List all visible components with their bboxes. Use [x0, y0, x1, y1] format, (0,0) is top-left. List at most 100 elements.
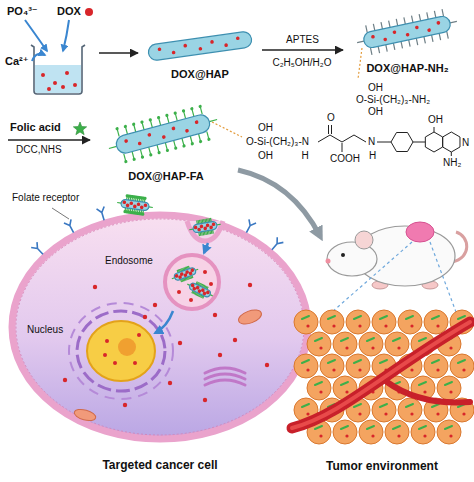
- folate-tip: [124, 160, 128, 164]
- annotation-label: O: [327, 112, 335, 124]
- dox-dot: [126, 203, 130, 207]
- nanorod-mini: [419, 426, 426, 429]
- surface-chain: [416, 38, 417, 45]
- delivery-arrow: [238, 170, 320, 236]
- pteridine-ring: [443, 132, 460, 152]
- chemical-bond: [413, 142, 425, 143]
- node-label: Tumor environment: [326, 460, 438, 473]
- annotation-label: O-Si-(CH₂)₃-N: [246, 136, 309, 148]
- nanorod-mini: [432, 404, 439, 407]
- mouse-tumor: [406, 222, 434, 242]
- tumor-tissue: Tumor environment: [292, 300, 472, 478]
- tumor-cell: [398, 310, 422, 334]
- tumor-cell: [294, 354, 318, 378]
- surface-chain: [378, 46, 379, 53]
- nanorod-mini: [419, 382, 426, 385]
- surface-chain: [209, 120, 217, 122]
- nanorod-mini: [432, 316, 439, 319]
- dox-dot: [319, 390, 322, 393]
- hap-rod: [192, 221, 217, 233]
- dox-dot: [358, 412, 361, 415]
- dox-dot: [358, 368, 361, 371]
- nanorod-mini: [315, 382, 322, 385]
- nanorod-mini: [302, 316, 309, 319]
- nanorod-mini: [380, 316, 387, 319]
- surface-chain: [412, 16, 413, 23]
- nanorod-mini: [445, 426, 452, 429]
- dox-dot: [449, 390, 452, 393]
- dox-dot: [103, 353, 107, 357]
- dox-dot: [185, 270, 190, 275]
- dox-dot: [157, 47, 161, 51]
- dox-dot: [415, 25, 419, 29]
- dox-dot: [345, 346, 348, 349]
- folate-tip: [165, 148, 169, 152]
- golgi: [205, 368, 245, 373]
- tumor-cell: [437, 420, 461, 444]
- dox-dot: [423, 390, 426, 393]
- dox-dot: [248, 283, 252, 287]
- membrane-inner: [16, 219, 304, 435]
- folate-tip: [149, 153, 153, 157]
- nanorod-mini: [432, 360, 439, 363]
- tumor-cell: [346, 354, 370, 378]
- cell-membrane: [12, 215, 308, 439]
- dox-dot: [345, 434, 348, 437]
- surface-chain: [393, 43, 394, 50]
- golgi: [205, 374, 245, 379]
- tumor-cell: [385, 332, 409, 356]
- dox-dot: [332, 368, 335, 371]
- chemical-bond: [451, 152, 452, 156]
- feed-arrow: [63, 20, 69, 51]
- annotation-label: Folate receptor: [12, 192, 79, 204]
- folate-tip: [173, 111, 177, 115]
- folate-tip: [198, 104, 202, 108]
- nanorod-group: [354, 7, 460, 58]
- nanorod-mini: [406, 316, 413, 319]
- dox-dot: [449, 346, 452, 349]
- nucleus-shape: [87, 321, 155, 381]
- tumor-cell: [411, 420, 435, 444]
- node-label: Targeted cancer cell: [102, 459, 217, 472]
- nanorod-group: [104, 102, 222, 167]
- edge-label: APTES: [284, 34, 321, 46]
- reaction-arrow: [262, 49, 343, 51]
- dox-dot: [224, 43, 228, 47]
- dox-dot: [178, 341, 182, 345]
- annotation-label: DCC,NHS: [16, 144, 62, 156]
- folate-tip: [157, 116, 161, 120]
- chemical-bond: [434, 127, 435, 132]
- dox-dot: [73, 83, 77, 87]
- mouse-ear: [355, 231, 373, 249]
- surface-chain: [409, 40, 410, 47]
- endoplasmic-reticulum: [77, 311, 165, 391]
- dox-dot: [140, 205, 144, 209]
- annotation-label: OH: [368, 82, 383, 94]
- hap-rod: [173, 267, 196, 281]
- dox-dot: [218, 353, 222, 357]
- folate-tip: [115, 127, 119, 131]
- folate-tip: [157, 151, 161, 155]
- dox-dot: [203, 398, 207, 402]
- annotation-label: H: [369, 150, 376, 162]
- annotation-label: N: [462, 137, 469, 149]
- nanorod-mini: [367, 338, 374, 341]
- dox-dot: [209, 225, 213, 229]
- nanorod-mini: [315, 338, 322, 341]
- node-label: DOX@HAP-FA: [128, 170, 204, 183]
- surface-chain: [419, 14, 420, 21]
- mitochondrion: [73, 407, 97, 422]
- nanorod-group: [147, 31, 252, 61]
- dox-dot: [265, 363, 269, 367]
- tumor-cell: [450, 354, 474, 378]
- reaction-arrow: [99, 52, 138, 54]
- surface-chain: [442, 9, 443, 16]
- dox-dot: [123, 403, 127, 407]
- dox-dot: [210, 40, 214, 44]
- dox-dot: [410, 368, 413, 371]
- dox-dot: [197, 227, 201, 231]
- nanorod-group: [116, 193, 154, 217]
- annotation-label: NH₂: [443, 157, 461, 169]
- dox-dot: [133, 204, 137, 208]
